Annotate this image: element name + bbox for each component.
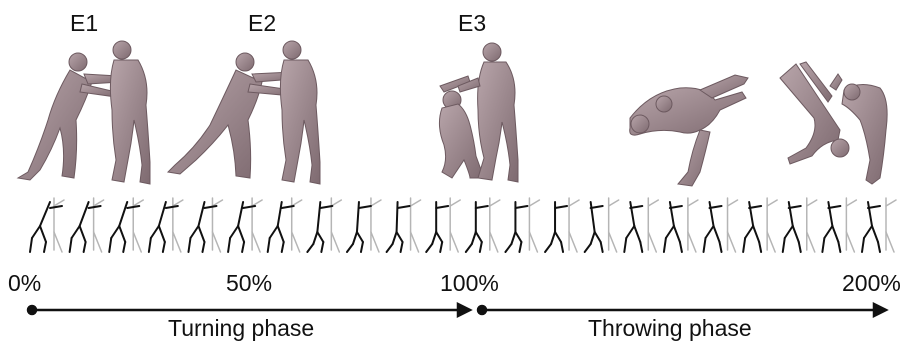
event-label-e3: E3 (458, 10, 487, 36)
pose-render-e1 (16, 40, 151, 185)
pose-render-throw-a (629, 74, 749, 187)
stick-figure (68, 197, 105, 253)
stick-figure (781, 197, 818, 253)
stick-figure (187, 197, 224, 253)
turning-phase-arrowhead (456, 301, 473, 319)
stick-figure (662, 197, 699, 253)
stick-figure (266, 197, 303, 253)
stick-figure (147, 197, 184, 253)
stick-figure (345, 197, 382, 253)
event-label-e2: E2 (248, 10, 277, 36)
stick-figure (861, 197, 897, 253)
event-label-e1: E1 (70, 10, 99, 36)
pose-render-e2 (166, 40, 321, 185)
turning-phase-label: Turning phase (168, 315, 315, 341)
percent-tick-0: 0% (8, 270, 42, 296)
stick-figure (425, 197, 461, 253)
stick-figure (306, 197, 343, 253)
stick-figure (385, 197, 422, 253)
stick-figure (29, 197, 65, 253)
stick-figure (623, 197, 660, 253)
stick-figure (742, 197, 778, 253)
stick-figure (544, 197, 580, 253)
pose-render-e3 (438, 42, 519, 183)
stick-figure (108, 197, 144, 253)
percent-tick-50: 50% (226, 270, 273, 296)
stick-figure (504, 197, 541, 253)
percent-tick-100: 100% (440, 270, 499, 296)
throwing-phase-arrowhead (872, 301, 889, 319)
stick-figure (702, 197, 739, 253)
stick-figure (583, 197, 620, 253)
stick-figure (227, 197, 263, 253)
stick-figure (821, 197, 858, 253)
stick-figure (464, 197, 501, 253)
pose-render-throw-b (779, 61, 888, 185)
percent-tick-200: 200% (842, 270, 901, 296)
throwing-phase-label: Throwing phase (588, 315, 752, 341)
